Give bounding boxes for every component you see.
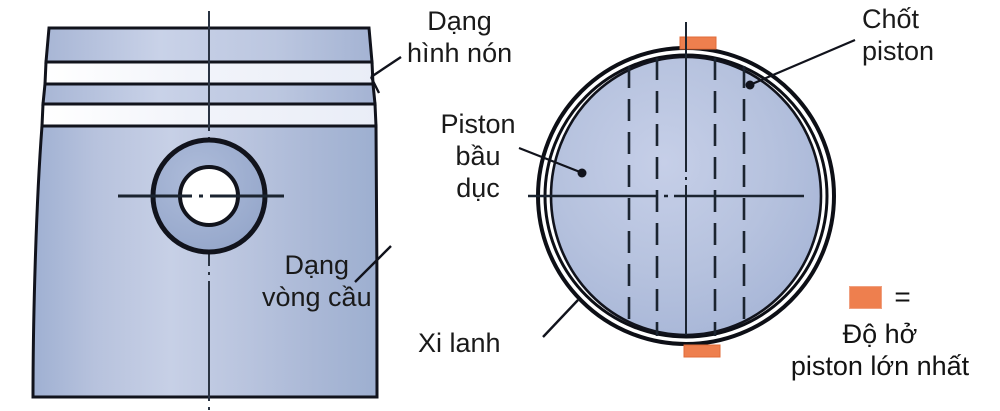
clearance-top <box>679 36 717 50</box>
clearance-bottom <box>683 344 721 358</box>
label-oval-piston: Piston bầu dục <box>440 109 516 203</box>
label-cylinder: Xi lanh <box>418 328 501 358</box>
label-spherical-shape: Dạng vòng cầu <box>262 250 372 312</box>
legend: = Độ hở piston lớn nhất <box>760 283 1000 382</box>
legend-text: Độ hở piston lớn nhất <box>790 319 970 381</box>
label-piston-pin: Chốt piston <box>862 4 935 66</box>
leader-dot-oval-piston <box>577 168 587 178</box>
leader-conical-shape-tail <box>369 76 381 94</box>
leader-spherical-shape <box>354 245 392 283</box>
leader-dot-piston-pin <box>745 80 755 90</box>
clearance-swatch-icon <box>849 285 883 309</box>
piston-side-view <box>31 11 402 410</box>
leader-piston-pin <box>751 38 856 86</box>
legend-equals-sign: = <box>894 281 911 312</box>
piston-skirt <box>31 124 379 399</box>
legend-row: = <box>760 283 1000 311</box>
leader-cylinder <box>542 299 579 338</box>
leader-oval-piston <box>518 146 581 174</box>
leader-conical-shape <box>370 56 402 78</box>
piston-cylinder-cross-section <box>518 22 856 372</box>
label-conical-shape: Dạng hình nón <box>407 6 513 68</box>
